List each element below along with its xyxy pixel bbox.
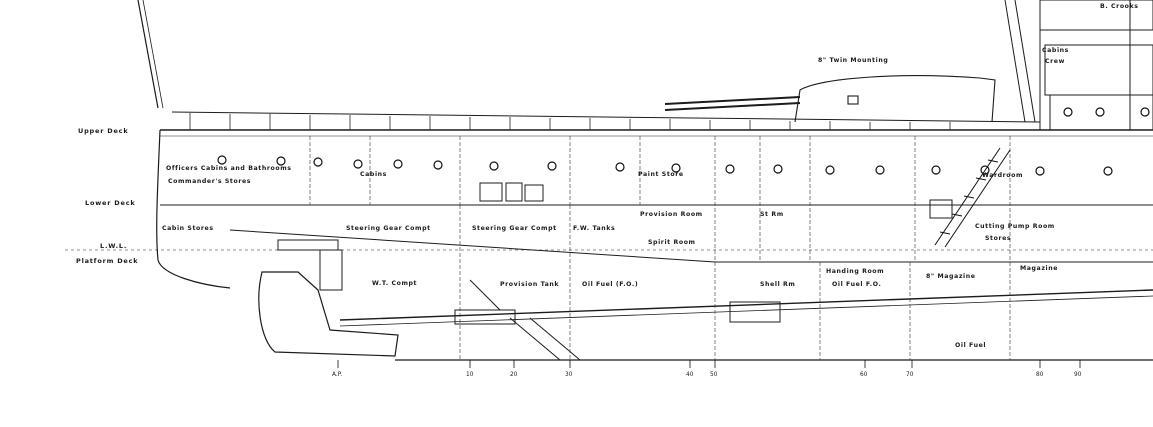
label-steering-gear-2: Steering Gear Compt: [472, 225, 557, 232]
frame-number: 20: [510, 372, 518, 378]
portholes: [217, 107, 1150, 176]
steering-machinery: [277, 182, 953, 361]
label-officers-cabins: Officers Cabins and Bathrooms: [166, 165, 292, 172]
label-commanders-stores: Commander's Stores: [168, 178, 251, 185]
label-shell-room: Shell Rm: [760, 281, 795, 288]
label-crew: Crew: [1045, 58, 1065, 65]
rail-stanchions: [189, 113, 951, 130]
gun-barrel-upper: [664, 96, 801, 105]
label-cabins: Cabins: [360, 171, 387, 178]
label-oil-fuel-3: Oil Fuel: [955, 342, 986, 349]
shell-hoist: [729, 301, 781, 323]
stern-outline: [156, 129, 231, 289]
label-spirit-room: Spirit Room: [648, 239, 696, 246]
frame-number: 80: [1036, 372, 1044, 378]
label-stores: Stores: [985, 235, 1011, 242]
frame-number: 70: [906, 372, 914, 378]
label-magazine: 8" Magazine: [926, 273, 976, 280]
frame-number: 60: [860, 372, 868, 378]
label-steering-gear-1: Steering Gear Compt: [346, 225, 431, 232]
frame-number: 10: [466, 372, 474, 378]
platform-deck-line: [229, 229, 1153, 263]
ladders: [934, 147, 1011, 248]
frame-number: 50: [710, 372, 718, 378]
frame-ticks: [337, 360, 1081, 368]
label-chief-stores: Cabin Stores: [162, 225, 214, 232]
turret-house: [794, 75, 996, 123]
bulkheads: [309, 136, 1011, 360]
gun-barrel-lower: [664, 102, 801, 111]
propeller-shaft: [339, 289, 1153, 321]
label-handing-room: Handing Room: [826, 268, 884, 275]
label-paint-store: Paint Store: [638, 171, 684, 178]
label-cabin-top: Cabins: [1042, 47, 1069, 54]
label-fw-tanks: F.W. Tanks: [573, 225, 615, 232]
frame-number: 40: [686, 372, 694, 378]
rudder: [258, 271, 399, 357]
label-oil-fuel-2: Oil Fuel F.O.: [832, 281, 881, 288]
forward-superstructure: [1004, 0, 1153, 131]
label-upper-deck: Upper Deck: [78, 127, 128, 135]
label-oil-fuel-1: Oil Fuel (F.O.): [582, 281, 638, 288]
label-lwl: L.W.L.: [100, 242, 127, 250]
label-cutting-pump: Cutting Pump Room: [975, 223, 1055, 230]
label-lower-deck: Lower Deck: [85, 199, 135, 207]
guard-rail: [171, 111, 1041, 123]
label-provision-room: Provision Room: [640, 211, 703, 218]
label-wardroom: Wardroom: [982, 172, 1023, 179]
label-platform-deck: Platform Deck: [76, 257, 138, 265]
shaft-bracket: [469, 279, 581, 361]
label-twin-mounting: 8" Twin Mounting: [818, 57, 888, 64]
frame-number: 90: [1074, 372, 1082, 378]
label-magazine-right: Magazine: [1020, 265, 1058, 272]
sight-port: [847, 95, 859, 105]
label-provision-tank: Provision Tank: [500, 281, 559, 288]
twin-gun-turret: [664, 75, 996, 123]
label-b-crooks: B. Crooks: [1100, 3, 1139, 10]
label-wt-compt: W.T. Compt: [372, 280, 417, 287]
ensign-staff: [137, 0, 159, 109]
frame-number: A.P.: [332, 372, 342, 378]
shaft-coupling: [454, 309, 516, 325]
label-st-rm: St Rm: [760, 211, 784, 218]
frame-number: 30: [565, 372, 573, 378]
pump: [929, 199, 953, 219]
